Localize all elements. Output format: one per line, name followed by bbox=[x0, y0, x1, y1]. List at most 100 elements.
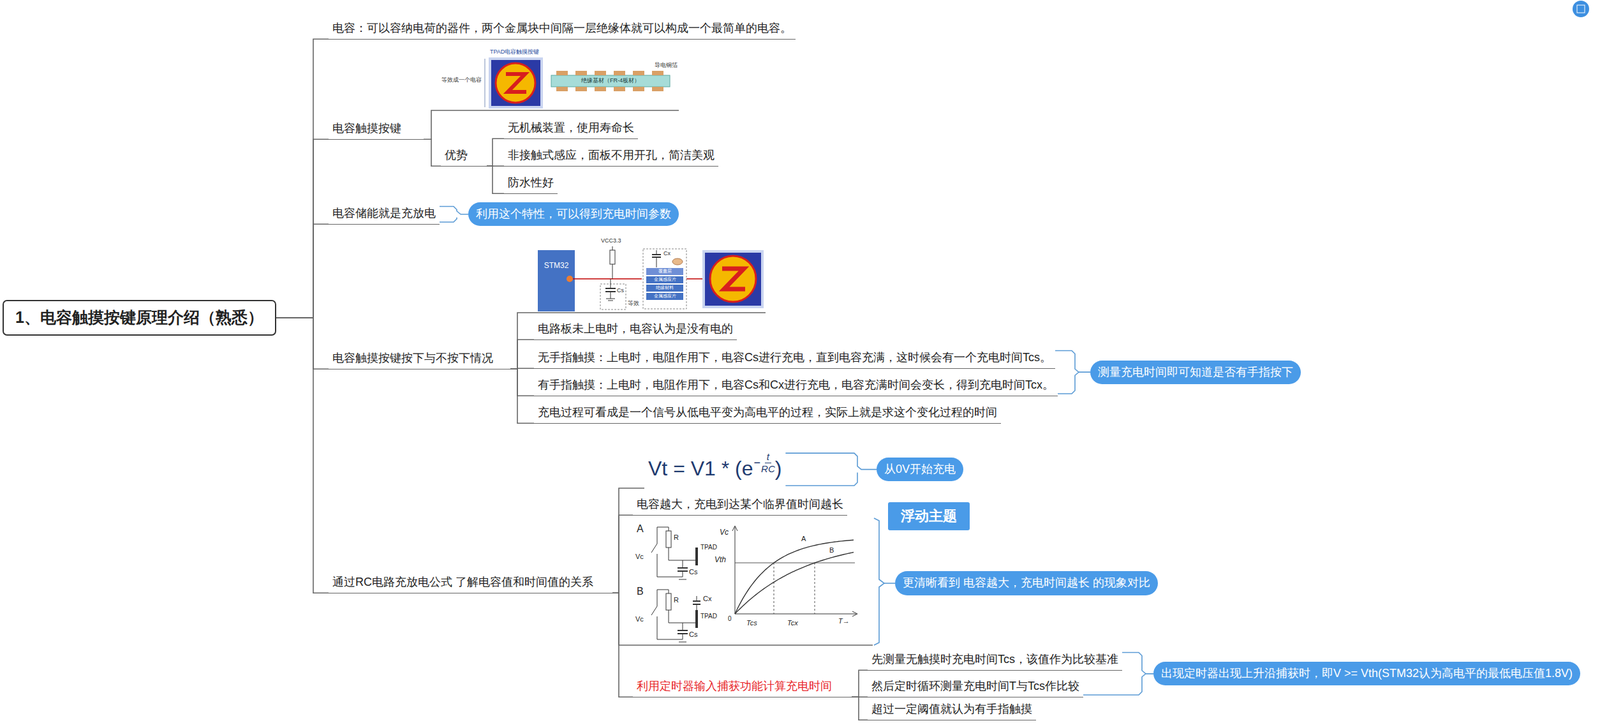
figure-label: T→ bbox=[838, 616, 850, 626]
pcb-figure bbox=[632, 70, 645, 76]
topic-text: 充电过程可看成是一个信号从低电平变为高电平的过程，实际上就是求这个变化过程的时间 bbox=[537, 405, 998, 420]
figure-label: Vc bbox=[719, 528, 729, 538]
topic-text: 利用定时器输入捕获功能计算充电时间 bbox=[636, 678, 848, 694]
topic-node: 利用定时器输入捕获功能计算充电时间 bbox=[632, 676, 852, 698]
figure-label: Tcx bbox=[787, 618, 799, 628]
figure-label: Cx bbox=[703, 594, 712, 603]
formula-node: Vt = V1 * (e−tRC) bbox=[644, 450, 786, 489]
rc-schematic bbox=[677, 567, 688, 569]
pcb-figure bbox=[651, 86, 664, 92]
rc-schematic bbox=[651, 606, 658, 615]
rc-schematic bbox=[666, 530, 672, 548]
stm32-circuit bbox=[646, 292, 684, 300]
branch-line bbox=[431, 110, 679, 140]
callout-text: 更清晰看到 电容越大，充电时间越长 的现象对比 bbox=[902, 575, 1151, 591]
topic-text: 然后定时循环测量充电时间T与Tcs作比较 bbox=[871, 678, 1080, 694]
formula-text: Vt = V1 * (e bbox=[648, 456, 754, 481]
topic-text: 1、电容触摸按键原理介绍（熟悉） bbox=[15, 307, 264, 328]
stm32-circuit bbox=[672, 258, 683, 265]
pcb-figure bbox=[491, 59, 541, 106]
branch-line bbox=[276, 139, 329, 318]
pcb-figure bbox=[556, 70, 568, 76]
topic-node: 先测量无触摸时充电时间Tcs，该值作为比较基准 bbox=[867, 650, 1123, 672]
rc-schematic bbox=[668, 609, 696, 623]
pcb-figure bbox=[484, 57, 670, 109]
pcb-figure bbox=[613, 86, 626, 92]
root-topic: 1、电容触摸按键原理介绍（熟悉） bbox=[2, 299, 277, 335]
stm32-circuit bbox=[704, 252, 762, 306]
topic-node: 有手指触摸：上电时，电阻作用下，电容Cs和Cx进行充电，电容充满时间会变长，得到… bbox=[533, 375, 1058, 397]
figure-label: TPAD bbox=[700, 612, 718, 621]
figure-label: Tcs bbox=[746, 618, 758, 628]
topic-text: 电容触摸按键 bbox=[332, 121, 420, 136]
rc-schematic bbox=[682, 570, 684, 577]
brace-connector bbox=[1057, 371, 1091, 394]
topic-text: 无手指触摸：上电时，电阻作用下，电容Cs进行充电，直到电容充满，这时候会有一个充… bbox=[537, 350, 1052, 365]
branch-line bbox=[276, 317, 329, 369]
formula-exponent: −tRC bbox=[754, 451, 776, 475]
figure-label: Vc bbox=[635, 614, 644, 624]
stm32-circuit bbox=[702, 250, 764, 309]
branch-line bbox=[612, 514, 633, 593]
app-icon bbox=[1572, 0, 1590, 18]
topic-text: 有手指触摸：上电时，电阻作用下，电容Cs和Cx进行充电，电容充满时间会变长，得到… bbox=[537, 377, 1054, 393]
brace-connector bbox=[785, 452, 877, 469]
figure-label: 0 bbox=[727, 614, 732, 623]
brace bbox=[874, 518, 885, 645]
stm32-circuit bbox=[600, 283, 626, 310]
brace-arm bbox=[785, 472, 858, 486]
branch-line bbox=[423, 139, 441, 166]
figure-label: Cs bbox=[688, 630, 698, 639]
rc-schematic bbox=[682, 622, 684, 631]
charge-curve-plot bbox=[732, 525, 738, 531]
rc-schematic bbox=[696, 595, 698, 601]
brace-connector bbox=[439, 206, 469, 215]
branch-line bbox=[486, 138, 504, 166]
topic-node: 充电过程可看成是一个信号从低电平变为高电平的过程，实际上就是求这个变化过程的时间 bbox=[533, 403, 1001, 425]
app-icon bbox=[1577, 5, 1585, 13]
branch-line bbox=[510, 368, 534, 423]
rc-schematic bbox=[657, 526, 669, 544]
figure-label: 金属感应片 bbox=[646, 276, 684, 282]
charge-curve bbox=[734, 539, 854, 614]
callout-text: 测量充电时间即可知道是否有手指按下 bbox=[1097, 364, 1294, 380]
figure-label: 绝缘基材（FR-4板材） bbox=[551, 77, 670, 84]
figure-label: Vth bbox=[714, 555, 726, 565]
stm32-circuit bbox=[537, 250, 575, 312]
topic-node: 通过RC电路充放电公式 了解电容值和时间值的关系 bbox=[328, 572, 613, 594]
topic-text: 电路板未上电时，电容认为是没有电的 bbox=[537, 321, 734, 337]
topic-text: 电容：可以容纳电荷的器件，两个金属块中间隔一层绝缘体就可以构成一个最简单的电容。 bbox=[332, 21, 792, 36]
formula-text: ) bbox=[775, 456, 783, 481]
topic-node: 电路板未上电时，电容认为是没有电的 bbox=[533, 319, 737, 341]
brace-arm bbox=[439, 217, 457, 223]
figure-label: VCC3.3 bbox=[600, 237, 622, 244]
pcb-figure bbox=[651, 70, 664, 76]
stm32-circuit bbox=[612, 264, 614, 279]
topic-text: 浮动主题 bbox=[900, 507, 957, 525]
figure-label: 金属感应片 bbox=[646, 293, 684, 299]
rc-schematic bbox=[651, 543, 658, 553]
charge-curve-plot bbox=[773, 562, 775, 614]
topic-text: 电容触摸按键按下与不按下情况 bbox=[332, 350, 507, 366]
figure-label: A bbox=[636, 523, 644, 535]
charge-curve-plot bbox=[852, 611, 858, 617]
figure-label: Cs bbox=[688, 567, 698, 577]
branch-line bbox=[276, 223, 329, 318]
pcb-figure bbox=[613, 70, 626, 76]
topic-node: 电容储能就是充放电 bbox=[328, 204, 440, 226]
branch-line bbox=[510, 339, 534, 369]
figure-label: R bbox=[673, 595, 679, 605]
callout-pill: 更清晰看到 电容越大，充电时间越长 的现象对比 bbox=[895, 570, 1158, 595]
rc-schematic bbox=[651, 526, 701, 642]
formula-text: RC bbox=[761, 463, 776, 475]
pcb-figure bbox=[495, 63, 536, 103]
topic-node: 电容触摸按键按下与不按下情况 bbox=[328, 348, 511, 371]
formula-text: t bbox=[764, 451, 772, 464]
topic-node: 防水性好 bbox=[503, 173, 558, 195]
topic-node: 电容：可以容纳电荷的器件，两个金属块中间隔一层绝缘体就可以构成一个最简单的电容。 bbox=[328, 19, 796, 41]
charge-curve bbox=[734, 551, 854, 614]
stm32-circuit bbox=[656, 257, 658, 268]
topic-node: 优势 bbox=[440, 146, 487, 168]
